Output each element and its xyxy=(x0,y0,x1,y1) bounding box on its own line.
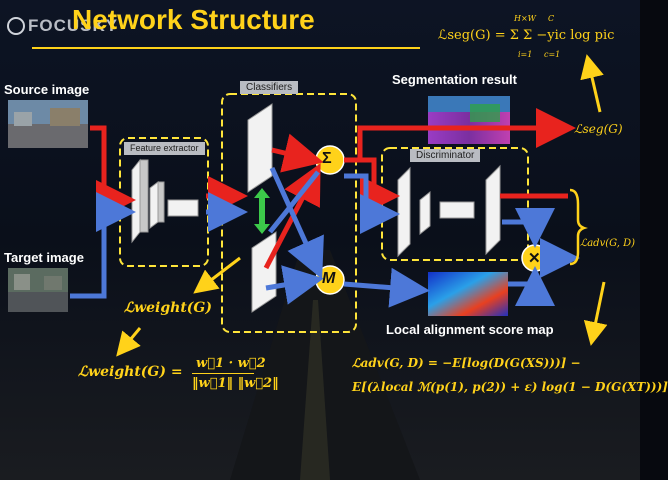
feature-extractor-label: Feature extractor xyxy=(124,142,205,155)
local-alignment-label: Local alignment score map xyxy=(386,322,554,337)
adv-brace xyxy=(569,188,588,266)
seg-sum-lower-2: c=1 xyxy=(544,50,561,59)
discriminator-layers xyxy=(397,164,501,258)
weight-loss-formula-lhs: ℒweight(G) = xyxy=(78,364,183,380)
road-surface xyxy=(230,250,420,480)
multiply-symbol: ✕ xyxy=(528,250,541,267)
seg-loss-label: ℒseg(G) xyxy=(574,122,623,136)
classifier-2-layer xyxy=(251,231,277,313)
source-image-thumbnail xyxy=(8,100,88,148)
road-lane-marking xyxy=(300,300,330,480)
local-alignment-heatmap xyxy=(428,272,508,316)
loss-pointer-arrows xyxy=(116,54,608,357)
seg-sum-upper-2: C xyxy=(548,14,555,23)
adv-loss-formula-line2: E[(λlocal ℳ(p(1), p(2)) + ε) log(1 − D(G… xyxy=(352,380,668,394)
sum-symbol: Σ xyxy=(322,150,332,167)
watermark: FOCUSKY xyxy=(28,16,119,35)
weight-loss-formula-denominator: ‖w⃗1‖ ‖w⃗2‖ xyxy=(192,376,279,391)
target-path-arrows xyxy=(70,166,580,308)
weight-loss-fraction-bar xyxy=(192,373,254,374)
page-title: Network Structure xyxy=(72,4,315,35)
green-arrow-up-head xyxy=(254,188,270,198)
seg-sum-lower-1: i=1 xyxy=(518,50,533,59)
seg-sum-upper-1: H×W xyxy=(514,14,536,23)
classifier-1-layer xyxy=(247,103,273,193)
source-image-label: Source image xyxy=(4,82,90,97)
classifiers-label: Classifiers xyxy=(240,81,299,94)
seg-loss-formula: ℒseg(G) = Σ Σ −yic log pic xyxy=(438,28,614,43)
adv-loss-label: ℒadv(G, D) xyxy=(580,238,636,249)
watermark-logo-icon xyxy=(7,17,25,35)
discriminator-label: Discriminator xyxy=(410,149,481,162)
adv-loss-formula-line1: ℒadv(G, D) = −E[log(D(G(XS)))] − xyxy=(352,356,581,370)
seg-loss-formula-text: ℒseg(G) = Σ Σ −yic log pic xyxy=(438,28,615,43)
feature-extractor-layers xyxy=(131,158,199,244)
target-image-thumbnail xyxy=(8,268,68,312)
feature-extractor-box xyxy=(119,137,209,267)
m-symbol: M xyxy=(322,270,336,287)
green-arrow-down-head xyxy=(254,224,270,234)
segmentation-result-image xyxy=(428,96,510,144)
target-image-label: Target image xyxy=(4,250,84,265)
segmentation-result-label: Segmentation result xyxy=(392,72,517,87)
weight-loss-label: ℒweight(G) xyxy=(124,300,212,316)
weight-loss-formula-numerator: w⃗1 · w⃗2 xyxy=(196,356,266,371)
diagram-canvas xyxy=(0,0,640,480)
